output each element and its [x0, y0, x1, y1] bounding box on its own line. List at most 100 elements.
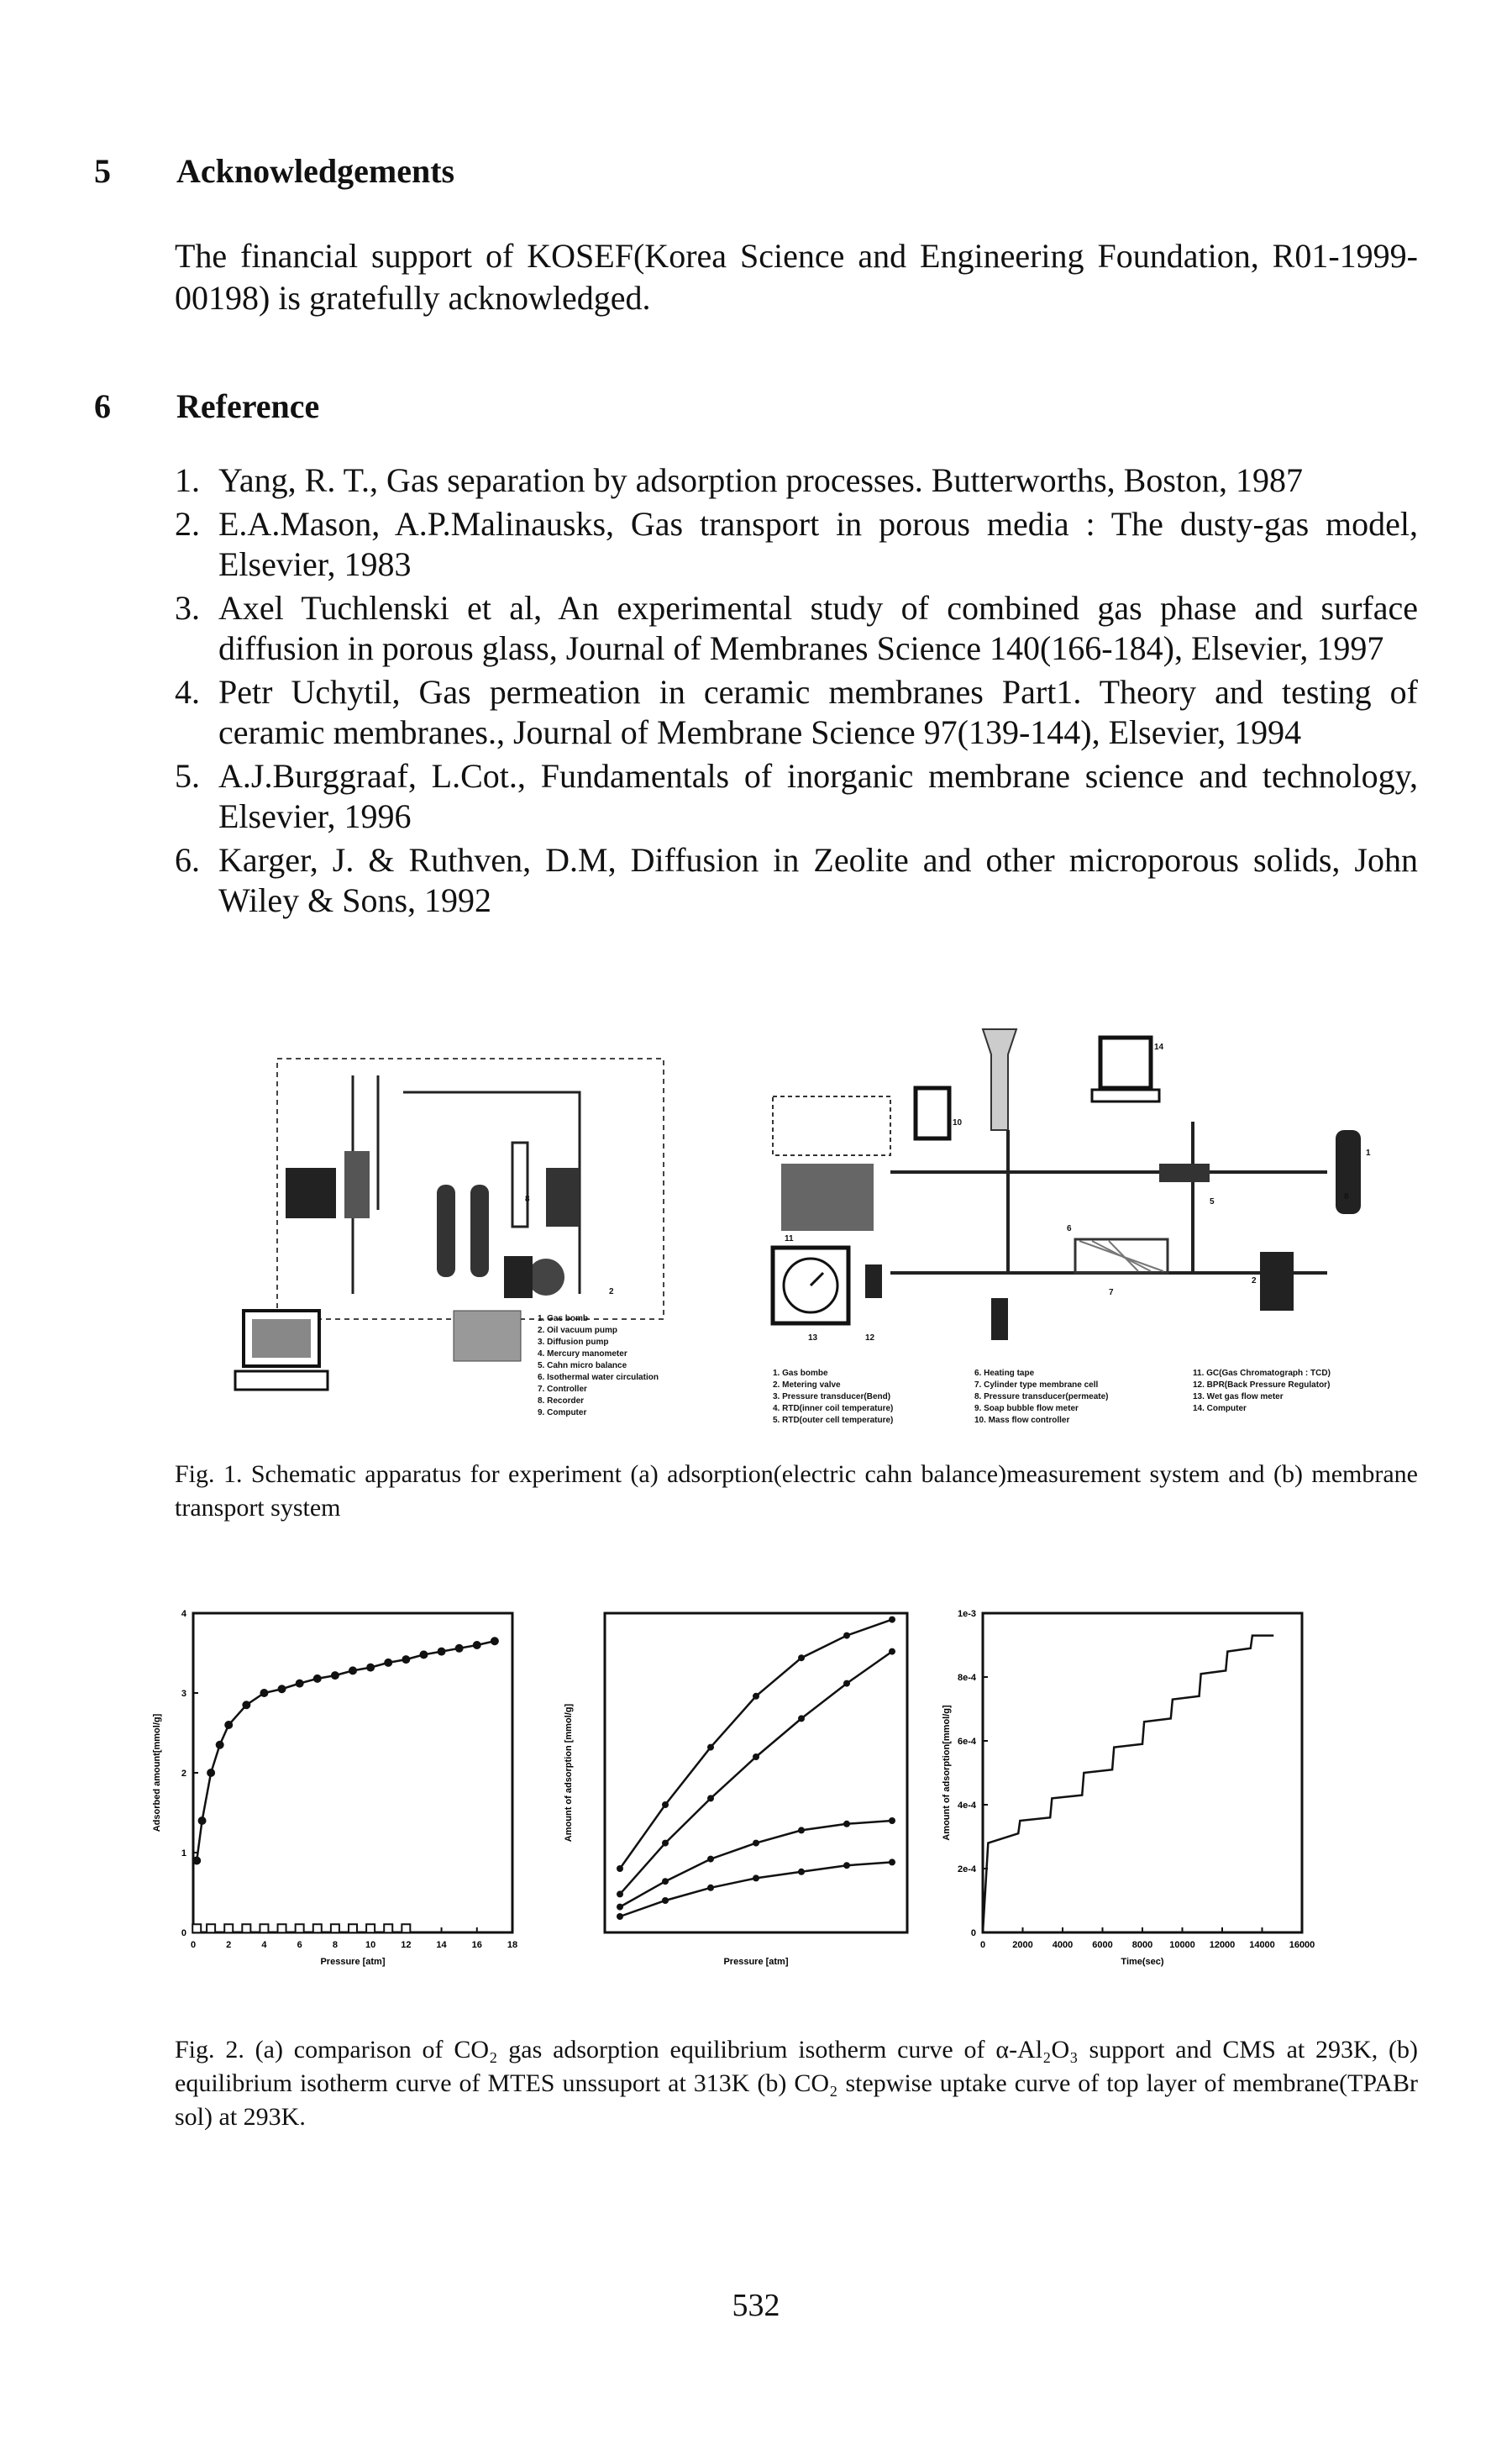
x-axis-label: Pressure [atm] [320, 1957, 385, 1967]
section-number: 6 [94, 387, 111, 425]
y-tick-label: 4e-4 [958, 1801, 977, 1811]
y-tick-label: 4 [181, 1609, 187, 1619]
svg-text:11: 11 [785, 1234, 794, 1243]
svg-text:14: 14 [1154, 1043, 1164, 1052]
plot-frame [603, 1611, 909, 1934]
x-tick-label: 6000 [1092, 1940, 1112, 1950]
series-line [619, 1650, 893, 1895]
y-tick-label: 2 [181, 1769, 186, 1779]
keyboard-icon [234, 1370, 329, 1391]
legend-item: 6. Isothermal water circulation [538, 1373, 659, 1382]
data-point [617, 1913, 623, 1920]
data-point [798, 1827, 805, 1834]
legend-item: 9. Computer [538, 1408, 586, 1417]
data-point [349, 1666, 357, 1675]
data-point [889, 1817, 895, 1824]
data-point [366, 1663, 375, 1672]
x-tick-label: 12 [401, 1940, 411, 1950]
page-number: 532 [732, 2288, 780, 2323]
x-tick-label: 12000 [1210, 1940, 1236, 1950]
figure2b-chart: Pressure [atm]Amount of adsorption [mmol… [564, 1611, 909, 1967]
data-point [348, 1923, 358, 1934]
data-point [402, 1655, 411, 1664]
svg-text:7: 7 [1109, 1288, 1114, 1297]
reference-item: 2.E.A.Mason, A.P.Malinausks, Gas transpo… [175, 505, 1418, 583]
legend-item: 14. Computer [1193, 1404, 1247, 1413]
gas-bomb-icon [470, 1185, 489, 1277]
reference-item: 5.A.J.Burggraaf, L.Cot., Fundamentals of… [175, 757, 1418, 835]
data-point [312, 1923, 323, 1934]
data-point [329, 1923, 340, 1934]
wet-gas-flow-meter [770, 1245, 851, 1326]
x-tick-label: 4 [261, 1940, 267, 1950]
svg-text:2: 2 [1252, 1276, 1257, 1285]
y-axis-label: Adsorbed amount[mmol/g] [152, 1713, 162, 1832]
legend-item: 7. Controller [538, 1385, 587, 1394]
computer-monitor-icon [1098, 1035, 1153, 1091]
data-point [295, 1679, 304, 1688]
data-point [707, 1743, 714, 1751]
x-tick-label: 18 [507, 1940, 517, 1950]
figure1b-legend: 1. Gas bombe 2. Metering valve 3. Pressu… [773, 1369, 1331, 1425]
pressure-transducer [1260, 1252, 1294, 1311]
figure1-caption: Fig. 1. Schematic apparatus for experime… [175, 1460, 1418, 1522]
data-point [662, 1839, 669, 1847]
data-point [889, 1648, 895, 1655]
legend-item: 2. Metering valve [773, 1380, 841, 1390]
y-tick-label: 1e-3 [958, 1609, 976, 1619]
legend-item: 4. Mercury manometer [538, 1349, 627, 1359]
legend-item: 8. Recorder [538, 1396, 584, 1406]
legend-item: 8. Pressure transducer(permeate) [974, 1392, 1109, 1401]
x-tick-label: 2000 [1012, 1940, 1032, 1950]
x-tick-label: 16 [472, 1940, 482, 1950]
x-tick-label: 0 [980, 1940, 985, 1950]
keyboard-icon [1090, 1088, 1161, 1103]
data-point [224, 1721, 234, 1729]
y-tick-label: 0 [971, 1928, 976, 1938]
data-point [260, 1689, 269, 1697]
data-point [662, 1878, 669, 1885]
y-tick-label: 1 [181, 1848, 186, 1859]
data-point [277, 1685, 286, 1694]
x-tick-label: 14000 [1249, 1940, 1275, 1950]
data-point [753, 1839, 759, 1847]
legend-item: 13. Wet gas flow meter [1193, 1392, 1284, 1401]
back-pressure-regulator [781, 1164, 874, 1231]
legend-item: 3. Pressure transducer(Bend) [773, 1392, 890, 1401]
plot-frame [192, 1611, 514, 1934]
data-point [798, 1654, 805, 1662]
figure1a-apparatus-diagram: 2 8 1. Gas bomb 2. Oil vacuum pump 3. Di… [234, 1058, 664, 1417]
data-point [454, 1643, 464, 1653]
data-point [259, 1923, 270, 1934]
data-point [401, 1923, 412, 1934]
data-point [192, 1856, 202, 1865]
data-point [617, 1890, 623, 1898]
cahn-balance [546, 1168, 580, 1227]
svg-text:1: 1 [1366, 1149, 1371, 1158]
legend-item: 10. Mass flow controller [974, 1416, 1069, 1425]
legend-item: 7. Cylinder type membrane cell [974, 1380, 1099, 1390]
x-tick-label: 6 [297, 1940, 302, 1950]
y-tick-label: 6e-4 [958, 1737, 977, 1747]
data-point [472, 1641, 481, 1649]
legend-item: 1. Gas bombe [773, 1369, 828, 1378]
data-point [843, 1820, 850, 1827]
reference-list: 1.Yang, R. T., Gas separation by adsorpt… [175, 460, 1418, 924]
gas-bomb-icon [437, 1185, 455, 1277]
x-tick-label: 16000 [1289, 1940, 1315, 1950]
series-line [618, 1618, 893, 1869]
y-tick-label: 8e-4 [958, 1673, 977, 1683]
reference-item: 3.Axel Tuchlenski et al, An experimental… [175, 589, 1418, 667]
data-point [843, 1680, 850, 1687]
controller-box [344, 1151, 370, 1218]
legend-item: 12. BPR(Back Pressure Regulator) [1193, 1380, 1330, 1390]
legend-item: 3. Diffusion pump [538, 1338, 608, 1347]
data-point [241, 1923, 252, 1934]
legend-item: 5. RTD(outer cell temperature) [773, 1416, 893, 1425]
data-point [419, 1650, 428, 1659]
diffusion-pump [528, 1259, 564, 1296]
svg-text:8: 8 [525, 1195, 530, 1204]
x-tick-label: 8 [333, 1940, 338, 1950]
